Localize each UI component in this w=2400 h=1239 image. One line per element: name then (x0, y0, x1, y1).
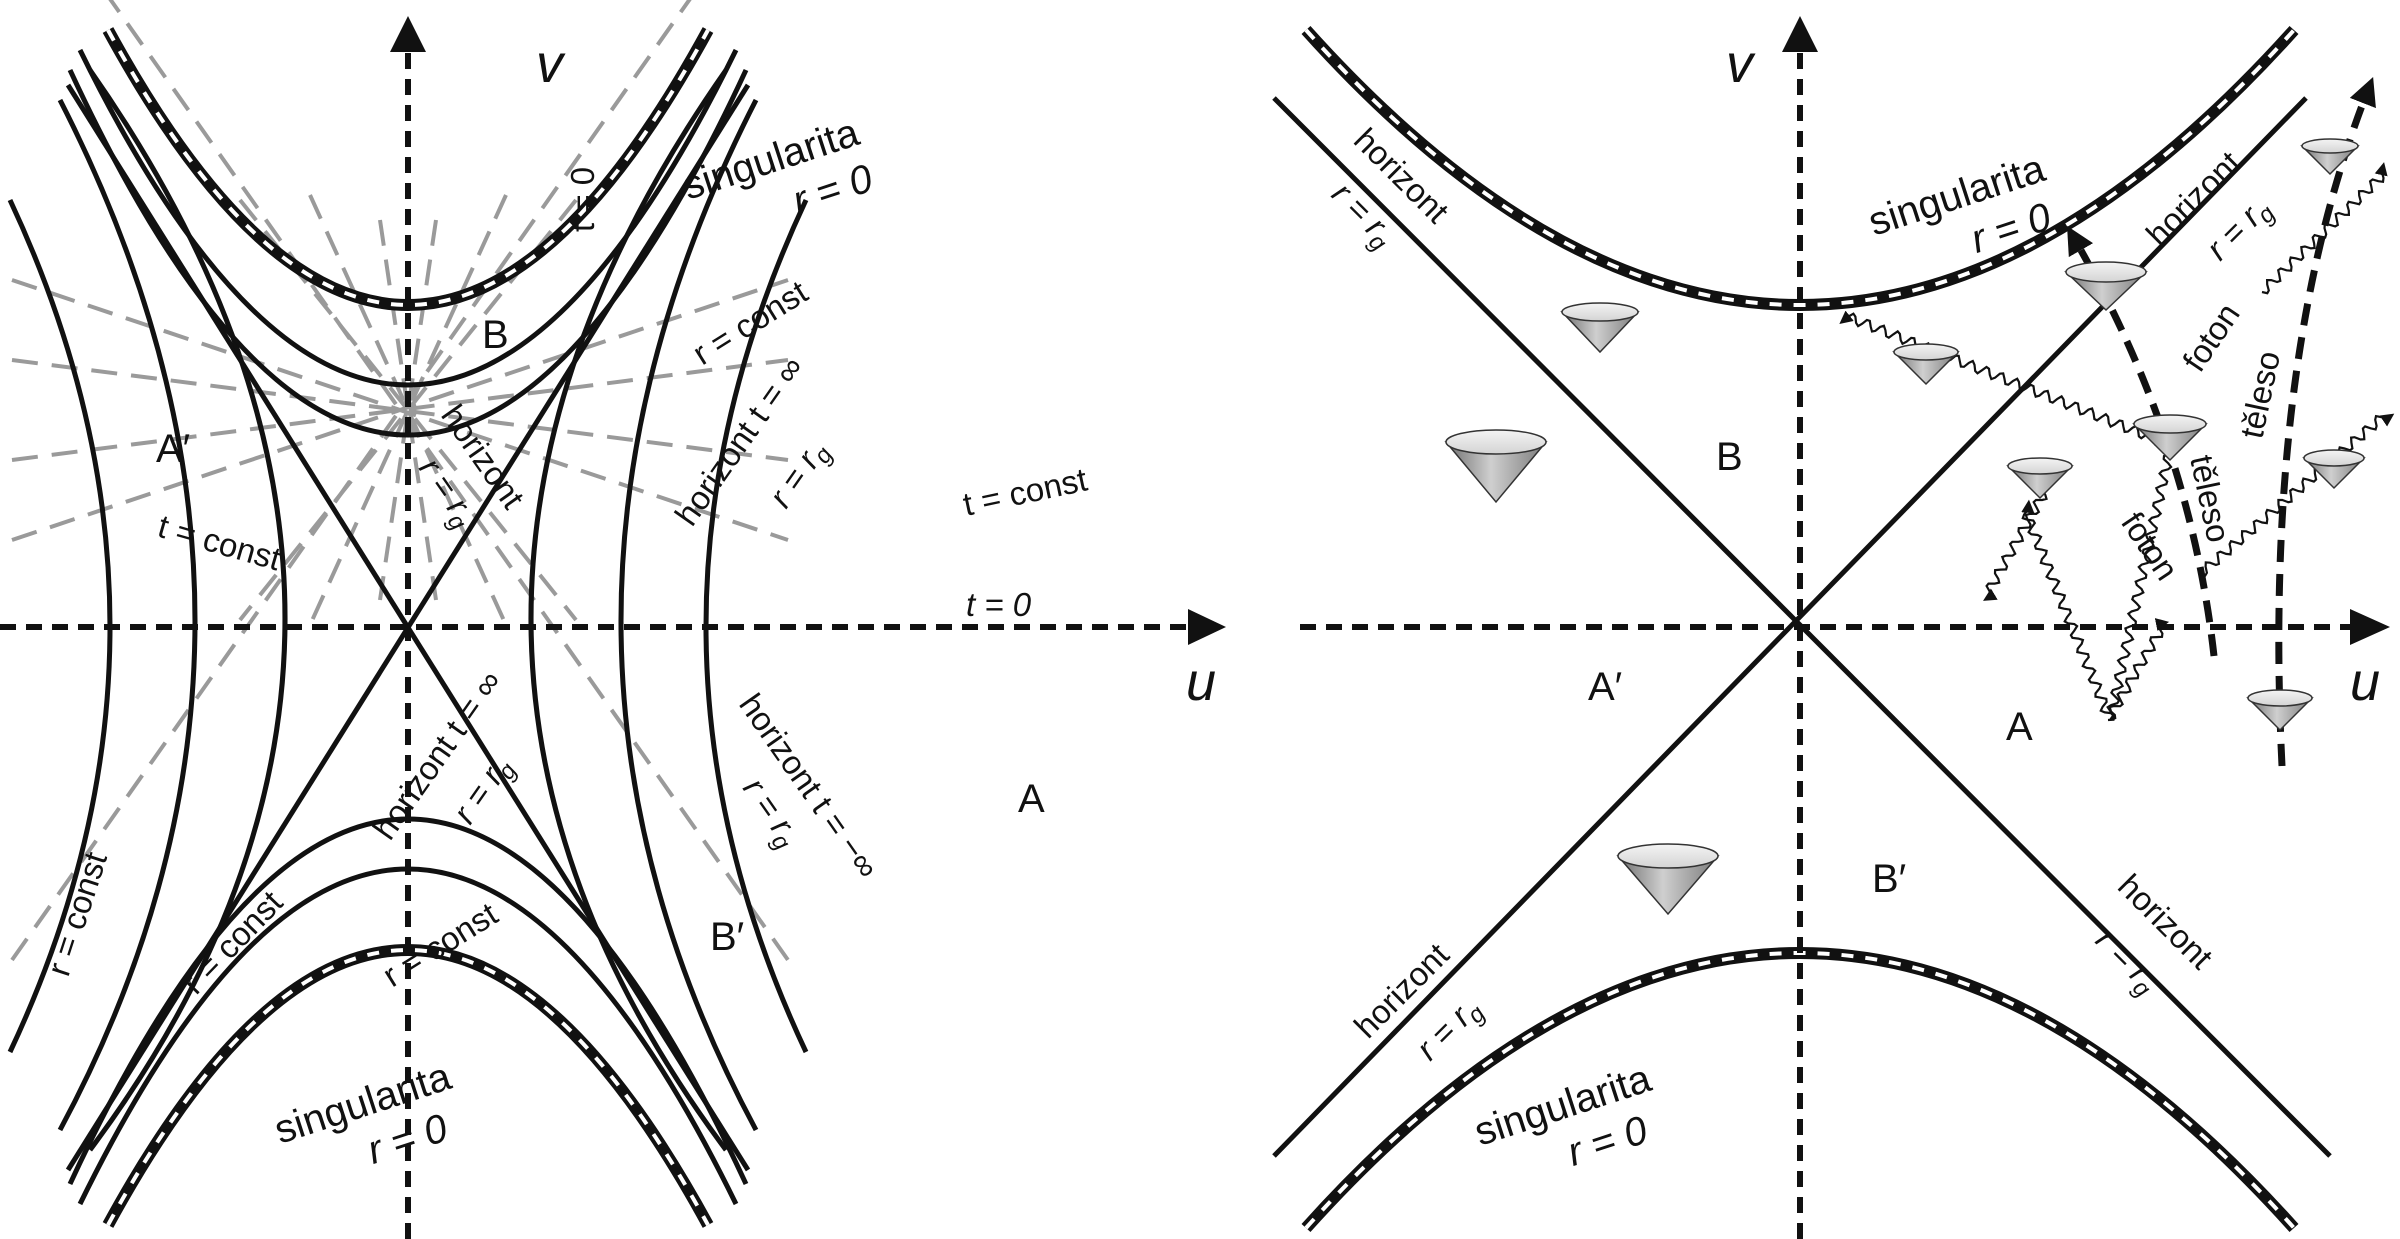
right-horizon-line-2 (1272, 96, 2308, 1158)
singularity-bottom-label: singularita r = 0 (269, 1054, 457, 1173)
v-axis-label: v (536, 34, 566, 94)
light-cone (2246, 689, 2314, 732)
region-label-b-prime: B′ (710, 915, 744, 959)
t-const-left-label: t = const (154, 507, 285, 577)
light-cone (2006, 457, 2074, 500)
right-region-label-b-prime: B′ (1872, 857, 1906, 901)
horizon-upper-right-label: horizont t = ∞ r = rg (667, 350, 839, 532)
light-cone (2064, 261, 2148, 312)
light-cone (2132, 414, 2208, 462)
right-u-axis-arrow-icon (2350, 609, 2390, 645)
r-const-bottom-label: r = const (376, 895, 504, 994)
horizon-lower-left-label: horizont t = ∞ r = rg (365, 664, 523, 846)
singularity-top-label: singularita r = 0 (677, 110, 878, 223)
left-diagram: v u A A′ B B′ singularita r = 0 singular… (0, 0, 1226, 1239)
horizon-lower-right-label: horizont t = −∞ r = rg (732, 687, 886, 885)
region-label-a: A (1018, 777, 1045, 821)
photon-line (2261, 162, 2388, 295)
t-zero-horizontal-label: t = 0 (966, 586, 1032, 623)
foton-label-1: foton (2114, 505, 2186, 587)
t-const-right-label: t = const (960, 461, 1091, 523)
light-cone (1892, 343, 1960, 386)
photons (1839, 162, 2395, 722)
photon-line (1839, 310, 2170, 446)
foton-label-2: foton (2175, 296, 2247, 378)
light-cone (1560, 302, 1640, 354)
right-v-axis-arrow-icon (1782, 16, 1818, 52)
right-singularity-top (1301, 25, 2299, 311)
right-horizon-lower-right-label: horizont r = rg (2089, 867, 2220, 1004)
singularity-top (102, 27, 714, 311)
worldline-2 (2275, 76, 2376, 767)
photon-line (2199, 413, 2395, 577)
right-diagram: v u A A′ B B′ singularita r = 0 singular… (1272, 16, 2395, 1239)
light-cone (2302, 449, 2366, 490)
light-cone (1616, 843, 1720, 916)
right-u-axis-label: u (2350, 652, 2380, 712)
right-singularity-bottom (1301, 947, 2299, 1233)
teleso-label-2: těleso (2233, 348, 2288, 442)
u-axis-label: u (1186, 652, 1216, 712)
photon-line (2106, 417, 2185, 722)
svg-text:r = rg: r = rg (761, 433, 839, 518)
region-label-a-prime: A′ (156, 427, 190, 471)
right-horizon-upper-left-label: horizont r = rg (1325, 121, 1456, 258)
light-cone (2300, 138, 2360, 176)
right-v-axis-label: v (1726, 34, 1756, 94)
photon-line (2021, 499, 2115, 721)
photon-line (1983, 484, 2049, 601)
light-cones (1444, 138, 2366, 916)
light-cone (1444, 429, 1548, 504)
right-region-label-a: A (2006, 705, 2033, 749)
right-region-label-a-prime: A′ (1588, 665, 1622, 709)
t-zero-vertical-label: t = 0 (564, 167, 601, 232)
right-region-label-b: B (1716, 435, 1743, 479)
v-axis-arrow-icon (390, 16, 426, 52)
teleso-label-1: těleso (2183, 452, 2238, 546)
horizon-upper-left-label: horizont r = rg (412, 398, 532, 536)
u-axis-arrow-icon (1188, 609, 1226, 645)
right-singularity-bottom-label: singularita r = 0 (1469, 1056, 1657, 1175)
photon-line (2107, 618, 2170, 722)
r-const-left-outer-label: r = const (39, 847, 114, 980)
region-label-b: B (482, 313, 509, 357)
r-const-top-label: r = const (686, 273, 814, 372)
svg-text:r = rg: r = rg (1409, 989, 1492, 1072)
